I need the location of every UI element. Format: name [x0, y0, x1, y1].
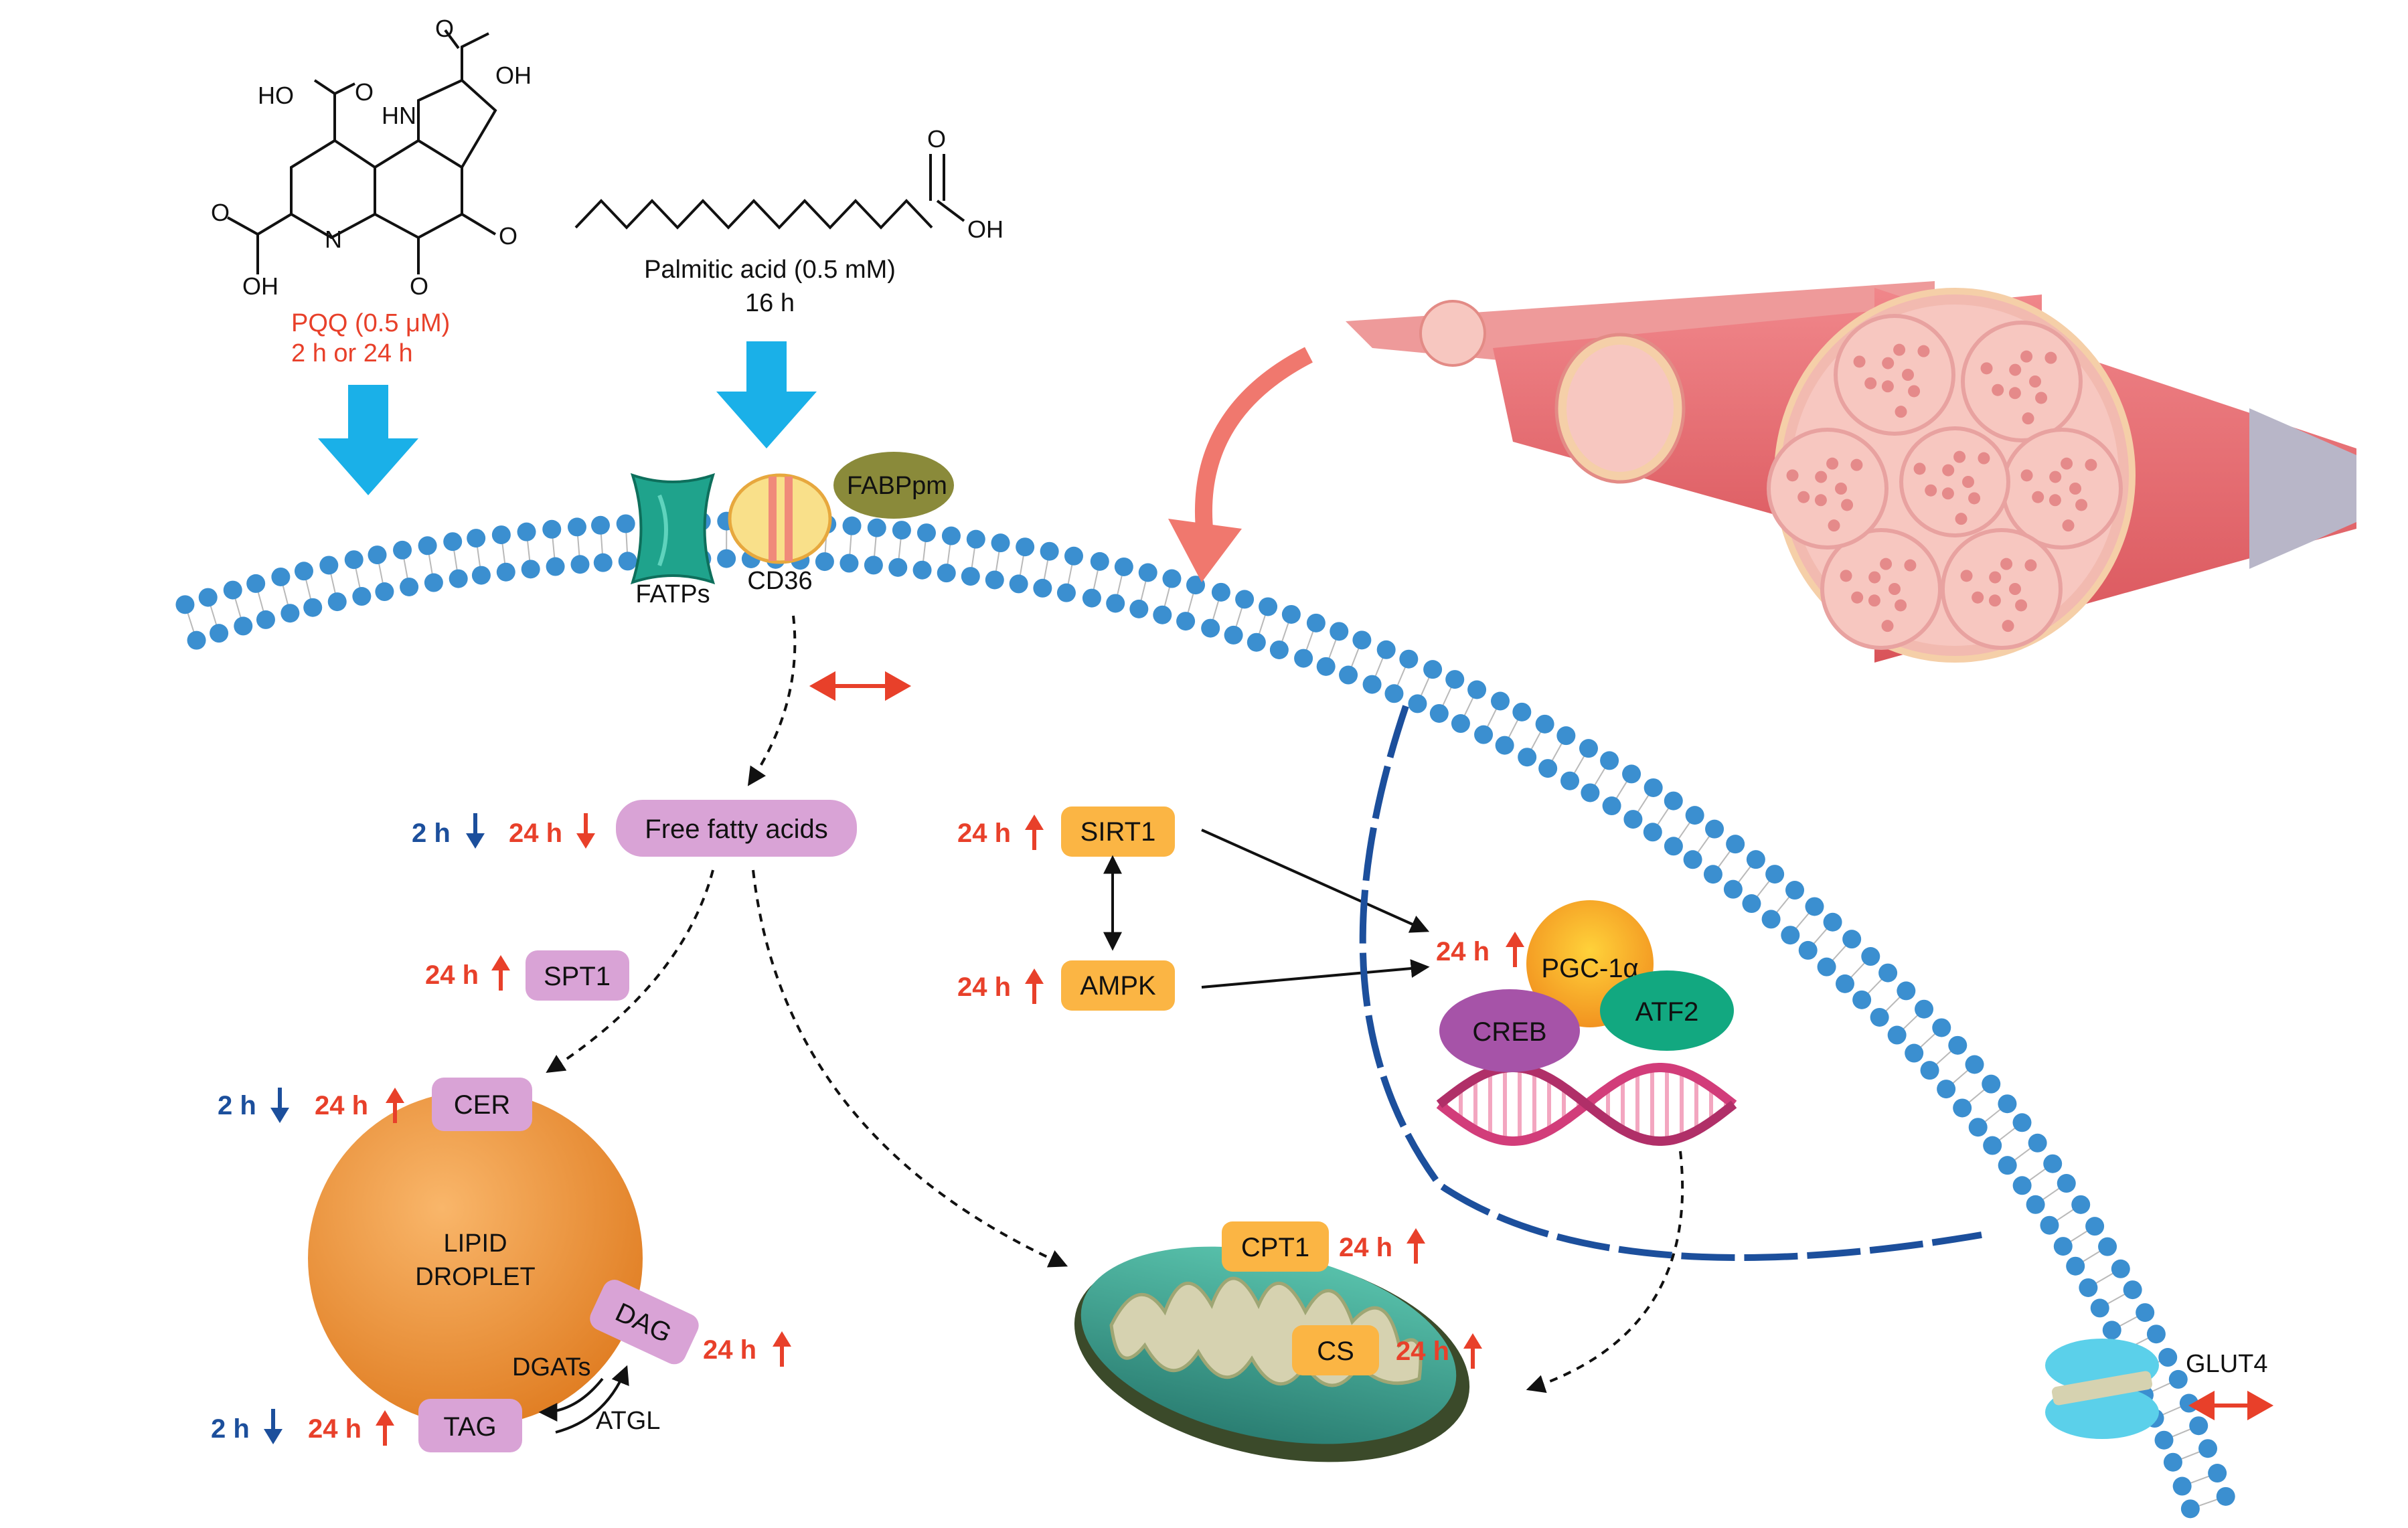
palmitic-structure — [574, 154, 965, 230]
cd36-label: CD36 — [747, 567, 812, 595]
atgl-label: ATGL — [596, 1407, 660, 1435]
tag-label: TAG — [443, 1412, 496, 1442]
pgc-24h: 24 h — [1436, 937, 1490, 966]
up-arrow-icon — [1463, 1333, 1482, 1369]
ffa-24h: 24 h — [509, 819, 562, 848]
glut4-transporter-icon — [2045, 1339, 2159, 1439]
zoom-in-arrowhead — [1168, 519, 1242, 582]
cpt1-box — [1222, 1221, 1329, 1272]
atom-label: O — [355, 78, 374, 106]
fabppm-label: FABPpm — [847, 472, 947, 500]
cer-24h: 24 h — [315, 1091, 368, 1120]
cs-box — [1292, 1325, 1379, 1375]
atom-label: O — [499, 222, 517, 250]
palmitic-treatment-arrow — [716, 341, 817, 448]
atom-label: OH — [495, 62, 532, 89]
tag-24h: 24 h — [308, 1414, 362, 1444]
sirt1-to-pgc-arrow — [1201, 829, 1430, 933]
no-change-arrow — [809, 671, 912, 701]
down-arrow-icon — [264, 1409, 283, 1444]
dgats-label: DGATs — [512, 1353, 591, 1381]
atom-label: OH — [242, 272, 278, 300]
up-arrow-icon — [1407, 1228, 1425, 1264]
cs-24h: 24 h — [1396, 1337, 1449, 1366]
ffa-label: Free fatty acids — [645, 815, 827, 844]
fatp-transporter-icon — [630, 473, 716, 585]
cs-label: CS — [1317, 1337, 1354, 1366]
ampk-to-pgc-arrow — [1201, 959, 1430, 989]
sirt1-label: SIRT1 — [1080, 817, 1156, 847]
atom-label: O — [435, 15, 454, 42]
cer-label: CER — [454, 1090, 510, 1120]
glut4-label: GLUT4 — [2186, 1350, 2267, 1378]
atom-label: O — [211, 199, 230, 226]
spt1-24h: 24 h — [425, 960, 479, 990]
pqq-atoms: HO O HN O OH O N O O OH — [211, 15, 532, 300]
down-arrow-icon — [576, 813, 595, 849]
dna-helix-icon — [1436, 1063, 1737, 1146]
palmitic-label: Palmitic acid (0.5 mM) — [644, 256, 896, 284]
fatp-label: FATPs — [635, 580, 710, 608]
cell-membrane — [175, 511, 2235, 1519]
cpt1-24h: 24 h — [1339, 1233, 1392, 1262]
up-arrow-icon — [386, 1088, 404, 1123]
zoom-in-arrow — [1194, 347, 1313, 537]
lipid-droplet — [308, 1091, 643, 1426]
spt1-box — [526, 950, 629, 1001]
cd36-to-ffa-arrow — [747, 615, 797, 786]
ffa-to-mito-arrow — [752, 869, 1068, 1268]
down-arrow-icon — [270, 1088, 289, 1123]
ampk-label: AMPK — [1080, 971, 1156, 1001]
fabppm-protein-icon — [833, 452, 954, 519]
sirt1-24h: 24 h — [957, 819, 1011, 848]
nucleus-boundary — [1359, 705, 1982, 1262]
pqq-structure — [227, 29, 497, 274]
droplet-label-line2: DROPLET — [415, 1263, 535, 1291]
cer-box — [432, 1078, 532, 1131]
atom-label: HO — [258, 82, 294, 109]
pqq-label: PQQ (0.5 μM) — [291, 309, 450, 337]
up-arrow-icon — [1506, 932, 1524, 967]
up-arrow-icon — [491, 955, 510, 991]
dag-box — [590, 1280, 699, 1365]
spt1-label: SPT1 — [544, 962, 611, 991]
dgat-arrow — [538, 1377, 604, 1422]
cpt1-label: CPT1 — [1241, 1233, 1309, 1262]
nucleus-to-mito-arrow — [1526, 1151, 1684, 1393]
muscle-fascicles — [1767, 314, 2123, 650]
atom-label: N — [325, 226, 342, 253]
ffa-to-cer-arrow — [546, 869, 714, 1074]
pgc1a-label: PGC-1α — [1541, 954, 1638, 983]
atf2-protein — [1600, 970, 1734, 1051]
ffa-box — [616, 800, 857, 857]
tag-box — [418, 1399, 522, 1452]
atom-label: O — [927, 125, 946, 153]
pqq-time: 2 h or 24 h — [291, 339, 413, 367]
creb-label: CREB — [1472, 1017, 1546, 1047]
atf2-label: ATF2 — [1635, 997, 1699, 1027]
pqq-treatment-arrow — [318, 385, 418, 495]
atom-label: HN — [382, 102, 416, 129]
droplet-label-line1: LIPID — [443, 1229, 507, 1258]
up-arrow-icon — [376, 1410, 394, 1446]
ffa-2h: 2 h — [412, 819, 451, 848]
up-arrow-icon — [1025, 815, 1044, 850]
down-arrow-icon — [466, 813, 485, 849]
up-arrow-icon — [1025, 968, 1044, 1004]
atom-label: O — [410, 272, 428, 300]
atgl-arrow — [555, 1365, 629, 1434]
creb-protein — [1439, 989, 1580, 1072]
up-arrow-icon — [773, 1331, 791, 1367]
ampk-box — [1061, 960, 1175, 1011]
ampk-24h: 24 h — [957, 972, 1011, 1002]
sirt1-box — [1061, 807, 1175, 857]
atom-label: OH — [967, 216, 1004, 243]
dag-24h: 24 h — [703, 1335, 756, 1365]
cd36-transporter-icon — [728, 473, 832, 564]
cer-2h: 2 h — [218, 1091, 256, 1120]
no-change-arrow — [2188, 1390, 2274, 1421]
palmitic-time: 16 h — [745, 289, 795, 317]
tag-2h: 2 h — [211, 1414, 250, 1444]
